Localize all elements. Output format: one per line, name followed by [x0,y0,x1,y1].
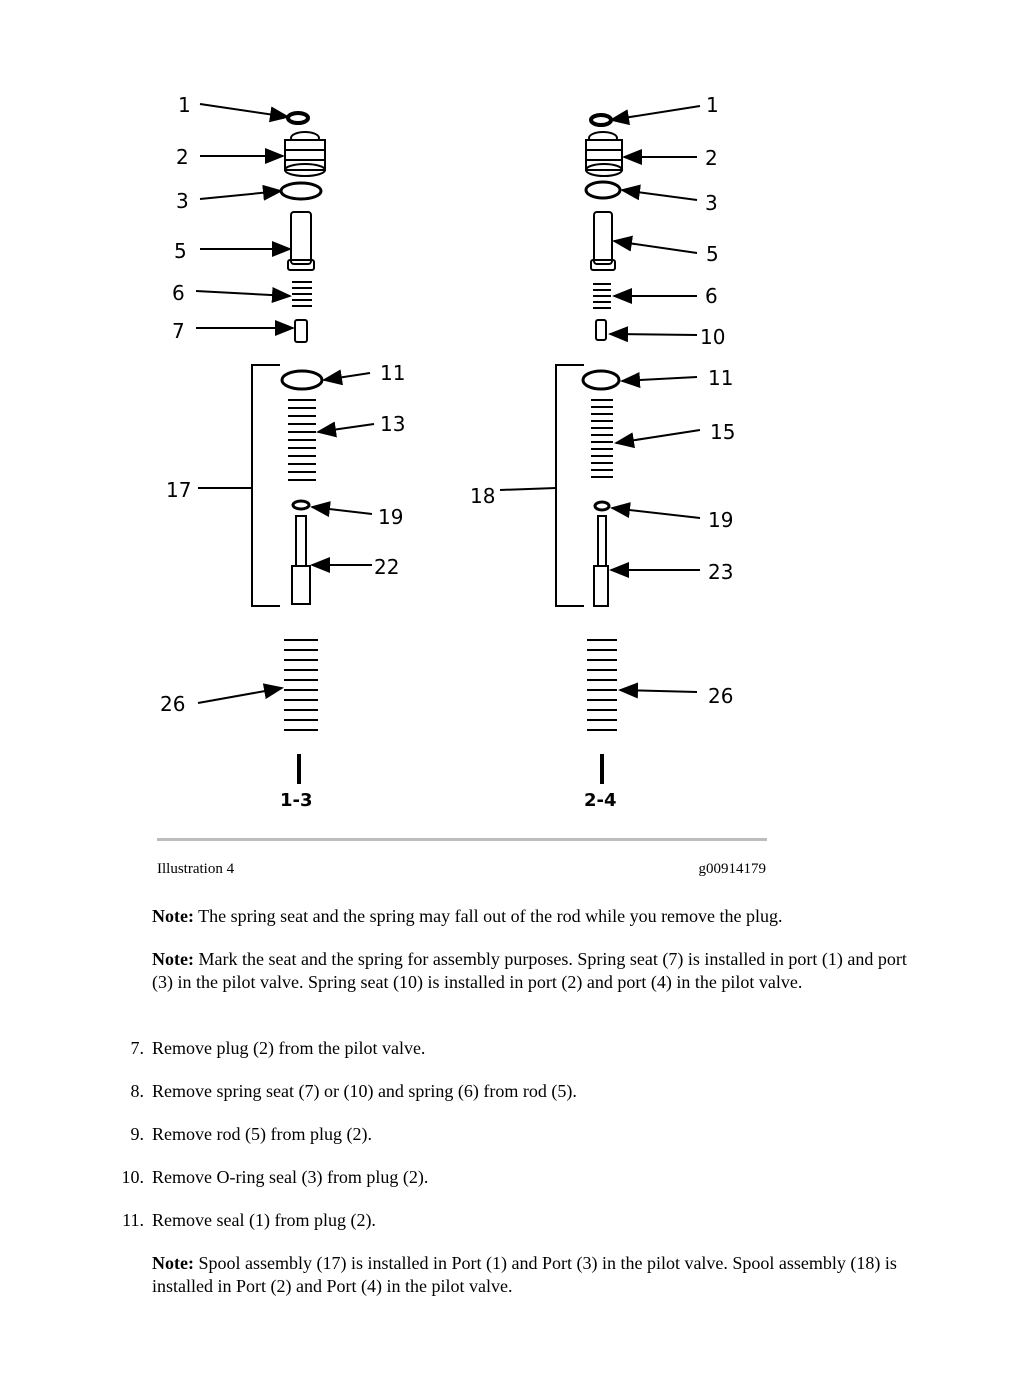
bracket-18 [555,364,584,607]
callout-label: 7 [172,319,185,343]
step-number: 10. [121,1167,145,1187]
step-item: 7. Remove plug (2) from the pilot valve. [100,1037,900,1060]
plug-part [585,131,623,177]
callout-label: 26 [708,684,733,708]
step-item: 8. Remove spring seat (7) or (10) and spr… [100,1080,900,1103]
callout-label: 11 [380,361,405,385]
callout-label: 3 [176,189,189,213]
step-text: Remove rod (5) from plug (2). [152,1124,372,1144]
return-spring-part [587,639,617,731]
step-number: 7. [130,1038,145,1058]
step-item: 10. Remove O-ring seal (3) from plug (2). [100,1166,900,1189]
return-spring-part [284,639,318,731]
note-text: The spring seat and the spring may fall … [198,906,783,926]
note-paragraph: Note: The spring seat and the spring may… [152,905,912,928]
ring-part [291,499,311,511]
spool-seat-part [280,369,324,391]
spool-seat-part [581,369,621,391]
note-label: Note: [152,1253,194,1273]
spring-seat-part [595,319,607,341]
callout-label: 13 [380,412,405,436]
callout-label: 17 [166,478,191,502]
note-text: Mark the seat and the spring for assembl… [152,949,907,992]
callout-label: 22 [374,555,399,579]
spring-small-part [292,281,312,307]
callout-label: 10 [700,325,725,349]
port-label: 2-4 [584,790,617,811]
left-labels: 1 2 3 5 6 7 11 13 17 19 22 26 1-3 [160,93,405,811]
note-label: Note: [152,906,194,926]
left-assembly [195,103,375,784]
spring-seat-part [294,319,308,343]
step-text: Remove plug (2) from the pilot valve. [152,1038,426,1058]
o-ring-part [279,181,323,201]
right-labels: 1 2 3 5 6 10 11 15 18 19 23 26 2-4 [470,93,735,811]
callout-label: 26 [160,692,185,716]
spool-part [291,515,311,605]
port-label: 1-3 [280,790,313,811]
step-text: Remove seal (1) from plug (2). [152,1210,376,1230]
step-item: 11. Remove seal (1) from plug (2). [100,1209,900,1232]
callout-label: 2 [705,146,718,170]
callout-label: 19 [708,508,733,532]
step-item: 9. Remove rod (5) from plug (2). [100,1123,900,1146]
step-text: Remove spring seat (7) or (10) and sprin… [152,1081,577,1101]
note-paragraph: Note: Mark the seat and the spring for a… [152,948,912,994]
callout-label: 1 [706,93,719,117]
note-text: Spool assembly (17) is installed in Port… [152,1253,897,1296]
rod-part [590,211,616,271]
callout-label: 3 [705,191,718,215]
spring-part [591,399,613,478]
spring-part [288,399,316,481]
step-text: Remove O-ring seal (3) from plug (2). [152,1167,429,1187]
note-paragraph: Note: Spool assembly (17) is installed i… [152,1252,912,1298]
o-ring-part [584,180,622,200]
step-number: 9. [130,1124,145,1144]
callout-label: 6 [172,281,185,305]
illustration-code: g00914179 [698,861,767,877]
callout-label: 15 [710,420,735,444]
step-number: 8. [130,1081,145,1101]
callout-label: 23 [708,560,733,584]
ring-part [593,500,611,512]
callout-label: 2 [176,145,189,169]
exploded-view-illustration: 1 2 3 5 6 7 11 13 17 19 22 26 1-3 1 2 3 … [160,93,735,811]
callout-label: 5 [706,242,719,266]
seal-part [589,113,613,127]
illustration-label: Illustration 4 [157,861,235,877]
callout-label: 19 [378,505,403,529]
callout-label: 1 [178,93,191,117]
spool-part [593,515,609,607]
step-number: 11. [122,1210,144,1230]
note-label: Note: [152,949,194,969]
rod-part [287,211,315,271]
plug-part [284,131,326,177]
bracket-17 [251,364,280,607]
right-assembly [499,105,701,784]
spring-small-part [593,283,611,309]
callout-label: 11 [708,366,733,390]
callout-label: 6 [705,284,718,308]
caption-divider [157,838,767,841]
callout-label: 18 [470,484,495,508]
callout-label: 5 [174,239,187,263]
seal-part [286,111,310,125]
